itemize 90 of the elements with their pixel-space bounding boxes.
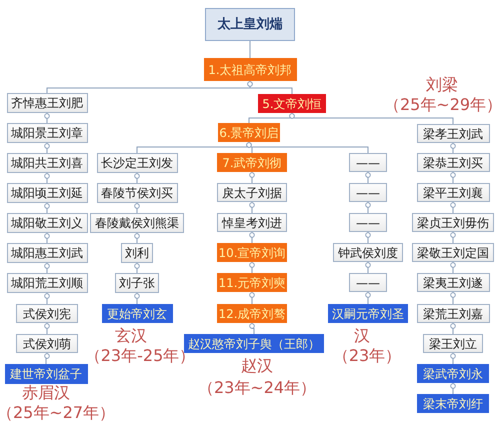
name-box: 城阳共王刘喜 [6, 153, 88, 173]
name-box: 梁夷王刘遂 [416, 273, 490, 292]
name-box: 刘利 [121, 243, 153, 263]
connector-line [134, 232, 140, 244]
name-box: —— [349, 183, 387, 202]
name-text: 建世帝刘盆子 [10, 368, 82, 380]
connector-line [249, 262, 255, 274]
name-box: 城阳荒王刘顺 [6, 273, 88, 293]
connector-line [450, 202, 456, 214]
connector-line [247, 80, 292, 94]
connector-line [365, 262, 371, 274]
name-box: 城阳景王刘章 [6, 123, 88, 143]
connector-line [44, 352, 50, 364]
connector-line [249, 172, 255, 184]
highlighted-name-box: 11.元帝刘奭 [217, 273, 287, 292]
connector-line [44, 262, 50, 274]
name-box: 梁贞王刘毋伤 [412, 213, 494, 232]
connector-line [365, 292, 371, 304]
dynasty-caption: 刘梁 [426, 77, 458, 93]
dynasty-caption: （23年-25年） [84, 348, 196, 364]
connector-line [134, 202, 140, 214]
connector-line [450, 382, 456, 394]
highlighted-name-box: 6.景帝刘启 [218, 123, 280, 142]
connector-line [44, 142, 50, 154]
connector-line [365, 232, 371, 244]
dynasty-caption: （23年） [332, 348, 402, 364]
connector-line [249, 232, 255, 244]
connector-line [44, 322, 50, 334]
connector-line [450, 322, 456, 334]
dynasty-caption: 玄汉 [115, 328, 147, 344]
highlighted-name-box: 1.太祖高帝刘邦 [204, 58, 296, 81]
connector-line [450, 292, 456, 304]
connector-line [44, 202, 50, 214]
name-box: 太上皇刘煓 [205, 8, 295, 41]
dynasty-caption: （23年~24年） [198, 380, 316, 396]
name-box: 春陵戴侯刘熊渠 [90, 213, 184, 233]
connector-line [450, 172, 456, 184]
name-text: 更始帝刘玄 [107, 308, 167, 320]
name-box: 梁孝王刘武 [416, 124, 490, 143]
connector-line [450, 232, 456, 244]
highlighted-name-box: 10.宣帝刘询 [217, 243, 287, 262]
dynasty-caption: 赤眉汉 [22, 385, 70, 401]
name-text: 赵汉憨帝刘子舆（王郎） [188, 338, 320, 350]
connector-line [249, 292, 255, 304]
name-box: 城阳惠王刘武 [6, 243, 88, 263]
connector-line [44, 112, 50, 124]
name-box: 梁平王刘襄 [416, 183, 490, 202]
connector-line [249, 202, 255, 214]
highlighted-name-box: 12.成帝刘骜 [217, 304, 287, 323]
highlighted-name-box: 5.文帝刘恒 [258, 94, 326, 113]
connector-line [289, 112, 454, 124]
connector-line [44, 172, 50, 184]
name-box: 梁王刘立 [423, 334, 483, 353]
name-box: 城阳顷王刘延 [6, 183, 88, 203]
connector-line [365, 172, 371, 184]
name-box: —— [349, 213, 387, 232]
connector-line [134, 292, 140, 304]
name-box: 城阳敬王刘义 [6, 213, 88, 233]
name-box: 钟武侯刘度 [333, 243, 403, 262]
highlighted-name-box: 梁末帝刘纡 [417, 394, 489, 413]
dynasty-caption: （25年~27年） [0, 405, 116, 421]
name-box: 梁荒王刘嘉 [416, 304, 490, 323]
name-box: 式侯刘宪 [16, 304, 78, 323]
name-box: —— [349, 273, 387, 292]
connector-line [450, 262, 456, 274]
name-text: 汉嗣元帝刘圣 [332, 308, 404, 320]
name-box: 刘子张 [115, 273, 159, 293]
connector-line [44, 232, 50, 244]
connector-line [246, 142, 368, 154]
name-box: 梁敬王刘定国 [412, 243, 494, 262]
connector-line [134, 172, 140, 184]
connector-line [249, 322, 255, 334]
dynasty-caption: 赵汉 [241, 358, 273, 374]
connector-line [365, 202, 371, 214]
connector-line [450, 142, 456, 154]
name-box: 梁恭王刘买 [416, 153, 490, 172]
name-box: 式侯刘萌 [16, 334, 78, 353]
name-box: 齐悼惠王刘肥 [6, 93, 88, 113]
connector-line [134, 262, 140, 274]
name-box: 长沙定王刘发 [96, 153, 178, 173]
name-box: 悼皇考刘进 [217, 213, 287, 232]
dynasty-caption: 汉 [354, 328, 370, 344]
highlighted-name-box: 梁武帝刘永 [417, 364, 489, 383]
name-box: 戾太子刘据 [217, 183, 287, 202]
dynasty-caption: （25年~29年） [384, 97, 500, 113]
connector-line [44, 292, 50, 304]
highlighted-name-box: 7.武帝刘彻 [217, 153, 287, 172]
name-box: —— [349, 153, 387, 172]
connector-line [450, 352, 456, 364]
name-box: 春陵节侯刘买 [96, 183, 178, 203]
